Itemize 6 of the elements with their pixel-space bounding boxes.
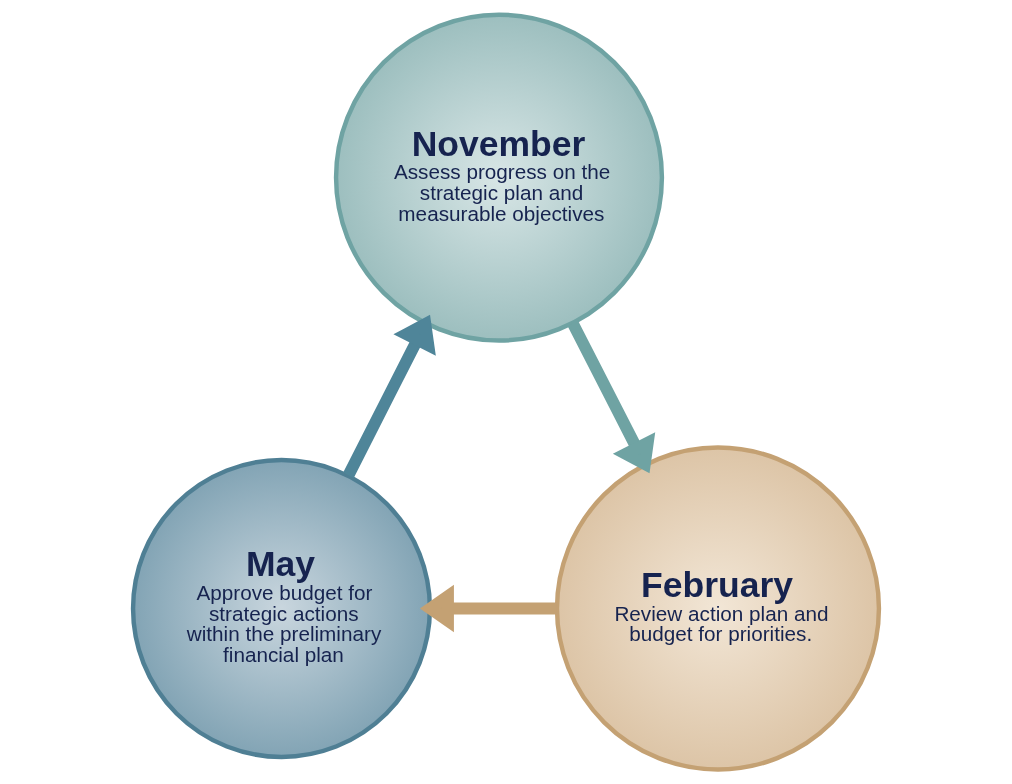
node-circle: November Assess progress on the strategic plan and measurable objectives: [333, 12, 665, 343]
arrow: [567, 320, 656, 474]
arrow: [419, 584, 557, 633]
arrow: [343, 314, 436, 478]
node-circle: May Approve budget for strategic actions within the preliminary financial plan: [130, 457, 433, 760]
node-circle: February Review action plan and budget for priorities.: [554, 445, 882, 772]
